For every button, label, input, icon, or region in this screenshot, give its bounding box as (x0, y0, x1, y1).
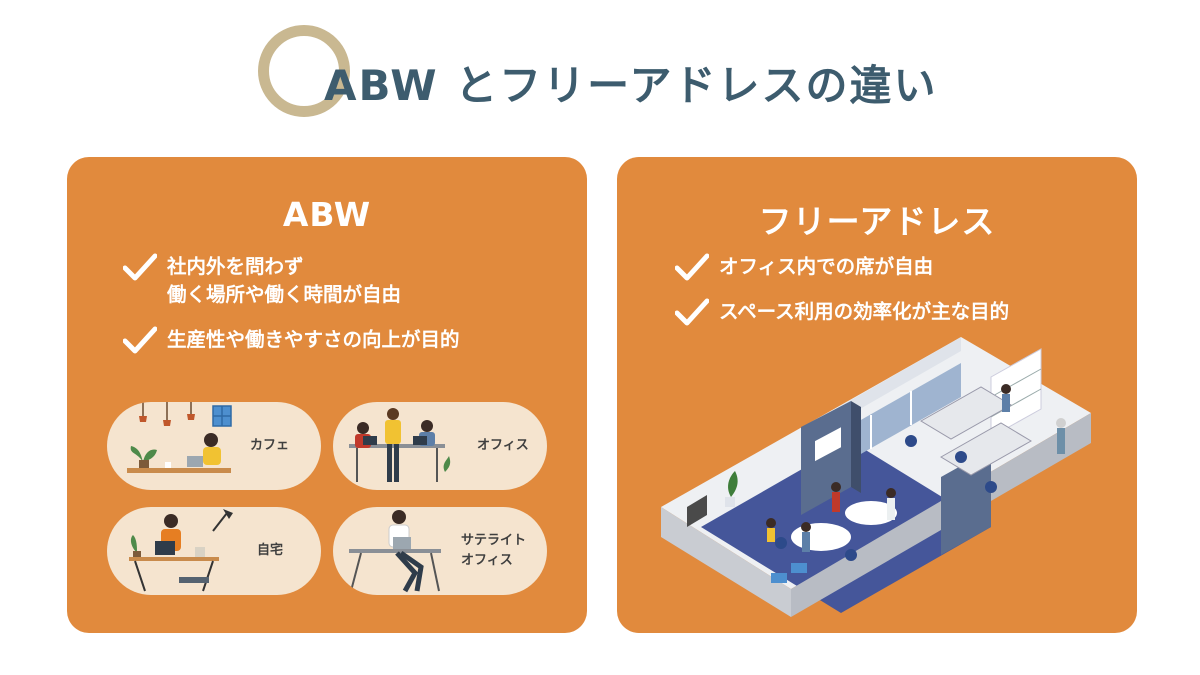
free-address-point: オフィス内での席が自由 (675, 253, 1009, 281)
place-label-line: オフィス (461, 553, 513, 568)
place-label-cafe: カフェ (250, 436, 289, 456)
free-address-panel: フリーアドレス オフィス内での席が自由 スペース利用の効率化が主な目的 (617, 157, 1137, 633)
free-address-point-text: オフィス内での席が自由 (719, 255, 934, 278)
free-address-point-text: スペース利用の効率化が主な目的 (719, 300, 1010, 323)
page-title: ABW とフリーアドレスの違い (324, 61, 938, 110)
abw-point: 社内外を問わず 働く場所や働く時間が自由 (123, 253, 460, 309)
office-meeting-illustration (349, 408, 451, 482)
isometric-office-illustration (661, 337, 1091, 617)
place-card-office: オフィス (333, 402, 547, 490)
place-label-line: カフェ (250, 438, 290, 453)
check-icon (123, 326, 157, 354)
check-icon (123, 253, 157, 281)
cafe-illustration (127, 402, 232, 473)
place-card-cafe: カフェ (107, 402, 321, 490)
place-label-office: オフィス (477, 436, 529, 456)
abw-panel-title: ABW (282, 195, 372, 234)
abw-point-text: 生産性や働きやすさの向上が目的 (167, 328, 460, 351)
free-address-point: スペース利用の効率化が主な目的 (675, 298, 1009, 326)
place-label-line: オフィス (477, 438, 529, 453)
place-card-satellite-office: サテライト オフィス (333, 507, 547, 595)
place-card-home: 自宅 (107, 507, 321, 595)
check-icon (675, 298, 709, 326)
abw-points-list: 社内外を問わず 働く場所や働く時間が自由 生産性や働きやすさの向上が目的 (123, 253, 460, 371)
home-desk-illustration (129, 509, 233, 592)
satellite-office-illustration (349, 510, 441, 593)
title-ring-decoration (258, 25, 350, 117)
place-label-satellite-office: サテライト オフィス (461, 531, 526, 571)
free-address-points-list: オフィス内での席が自由 スペース利用の効率化が主な目的 (675, 253, 1009, 343)
abw-point-text: 働く場所や働く時間が自由 (167, 283, 402, 306)
place-label-home: 自宅 (257, 541, 283, 561)
place-label-line: 自宅 (257, 543, 284, 558)
abw-panel: ABW 社内外を問わず 働く場所や働く時間が自由 生産性や働きやすさの向上が目的 (67, 157, 587, 633)
place-label-line: サテライト (461, 533, 527, 548)
free-address-panel-title: フリーアドレス (758, 202, 996, 241)
abw-point-text: 社内外を問わず (167, 255, 304, 278)
check-icon (675, 253, 709, 281)
abw-point: 生産性や働きやすさの向上が目的 (123, 326, 460, 354)
